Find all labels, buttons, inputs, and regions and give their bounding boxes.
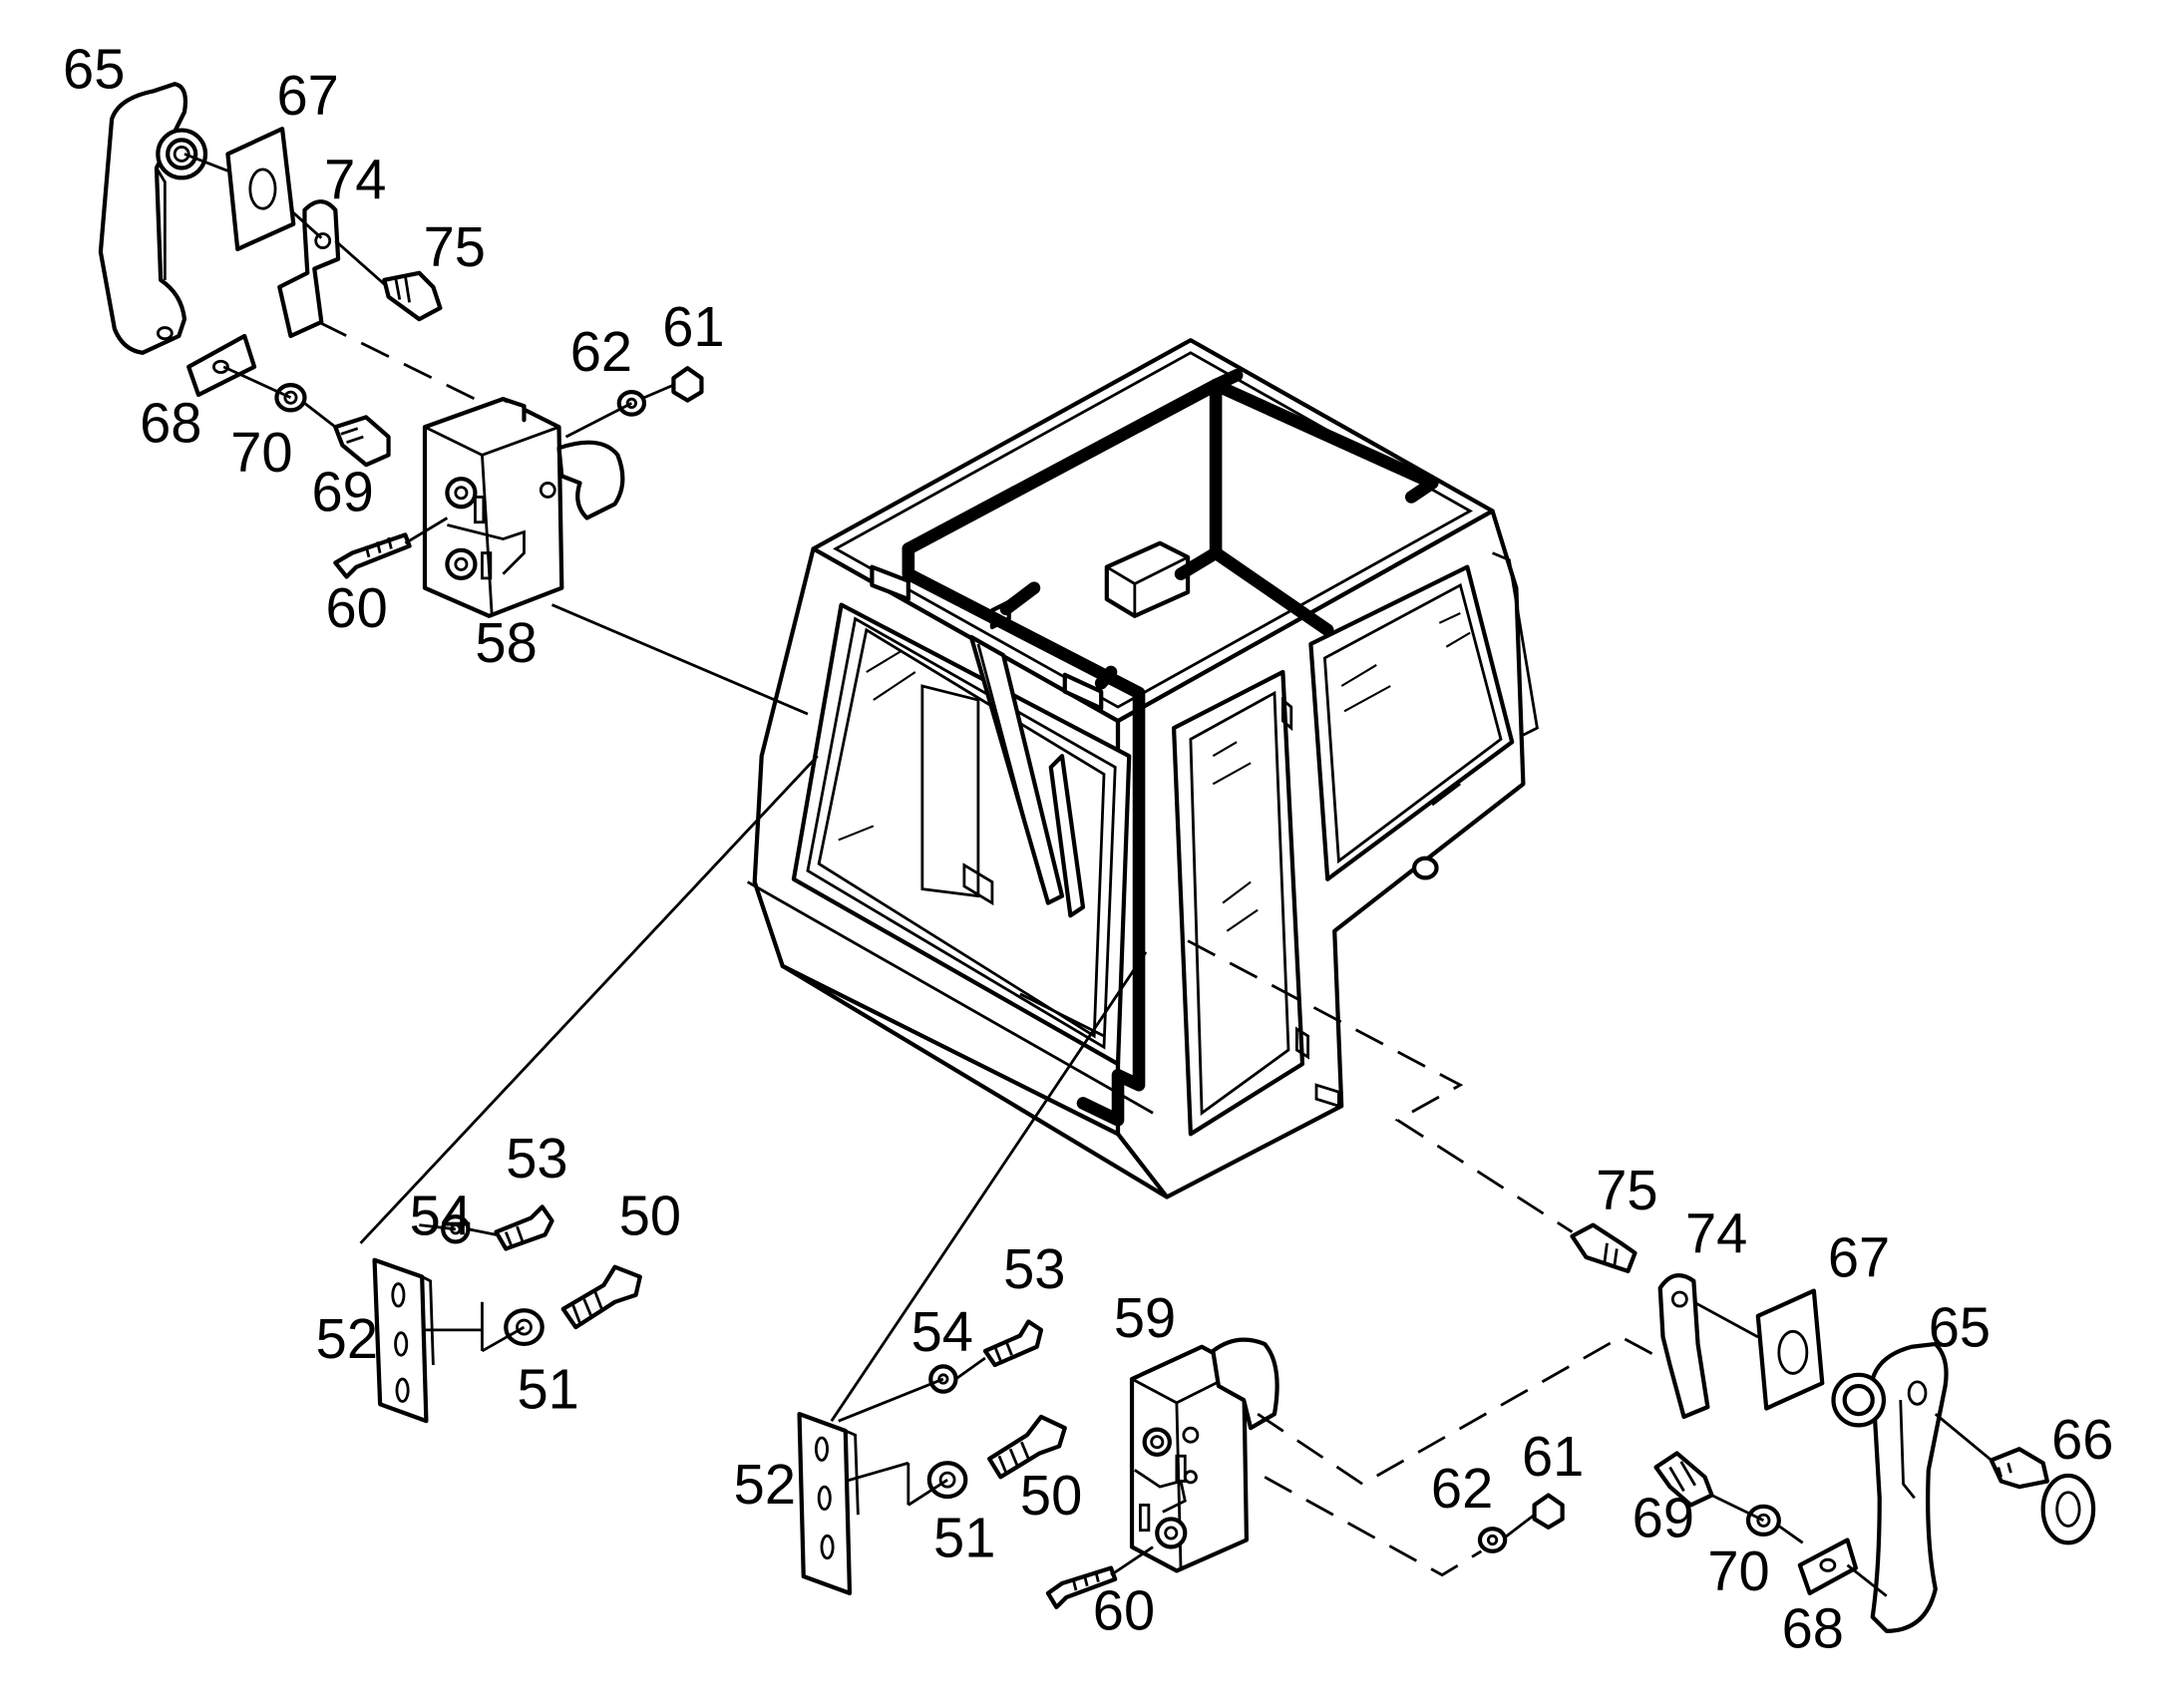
callout-c22: 59 xyxy=(1114,1286,1176,1349)
callout-c14: 50 xyxy=(619,1184,681,1246)
callout-c20: 65 xyxy=(1929,1296,1991,1359)
callout-c25: 52 xyxy=(734,1453,796,1516)
plate-68-upper xyxy=(186,333,257,398)
callout-c1: 65 xyxy=(63,37,125,100)
callout-c9: 69 xyxy=(311,460,373,522)
lower-left-striker-group xyxy=(372,1204,642,1424)
callout-c15: 52 xyxy=(316,1307,378,1370)
callout-c7: 68 xyxy=(140,392,201,455)
callout-labels: 65 67 74 75 62 61 68 70 69 60 58 53 54 5… xyxy=(63,37,2113,1659)
callout-c4: 75 xyxy=(424,215,486,278)
cab-assembly xyxy=(746,338,1539,1199)
callout-c32: 60 xyxy=(1093,1578,1155,1641)
callout-c13: 54 xyxy=(410,1184,472,1246)
callout-c5: 62 xyxy=(570,320,632,383)
callout-c11: 58 xyxy=(475,611,537,674)
callout-c18: 74 xyxy=(1685,1202,1747,1265)
callout-c10: 60 xyxy=(325,576,387,639)
lower-middle-striker-group xyxy=(797,1319,1067,1595)
callout-c16: 51 xyxy=(517,1357,578,1420)
callout-c31: 66 xyxy=(2051,1408,2113,1471)
callout-c30: 70 xyxy=(1707,1539,1769,1602)
callout-c8: 70 xyxy=(230,421,292,484)
upper-left-handle-group xyxy=(98,82,704,579)
callout-c6: 61 xyxy=(662,295,724,358)
callout-c12: 53 xyxy=(506,1127,567,1190)
callout-c26: 51 xyxy=(933,1506,995,1568)
callout-c27: 62 xyxy=(1431,1457,1493,1520)
dashed-lines xyxy=(317,320,1661,1577)
handle-upper xyxy=(98,82,188,355)
callout-c29: 69 xyxy=(1633,1487,1694,1549)
callout-c19: 67 xyxy=(1828,1225,1890,1288)
callout-c33: 68 xyxy=(1782,1597,1844,1660)
leader-lines xyxy=(183,153,1993,1597)
callout-c21: 53 xyxy=(1003,1237,1065,1300)
callout-c28: 61 xyxy=(1522,1425,1584,1488)
bolt-upper xyxy=(382,270,443,322)
callout-c24: 50 xyxy=(1020,1464,1082,1527)
plate-upper xyxy=(225,127,296,252)
lock-58 xyxy=(422,397,625,618)
lower-right-handle-group xyxy=(1570,1222,2096,1633)
lock-59 xyxy=(1045,1337,1565,1610)
callout-c23: 54 xyxy=(911,1300,973,1363)
callout-c2: 67 xyxy=(276,64,338,127)
callout-c17: 75 xyxy=(1596,1159,1657,1221)
callout-c3: 74 xyxy=(324,148,386,210)
